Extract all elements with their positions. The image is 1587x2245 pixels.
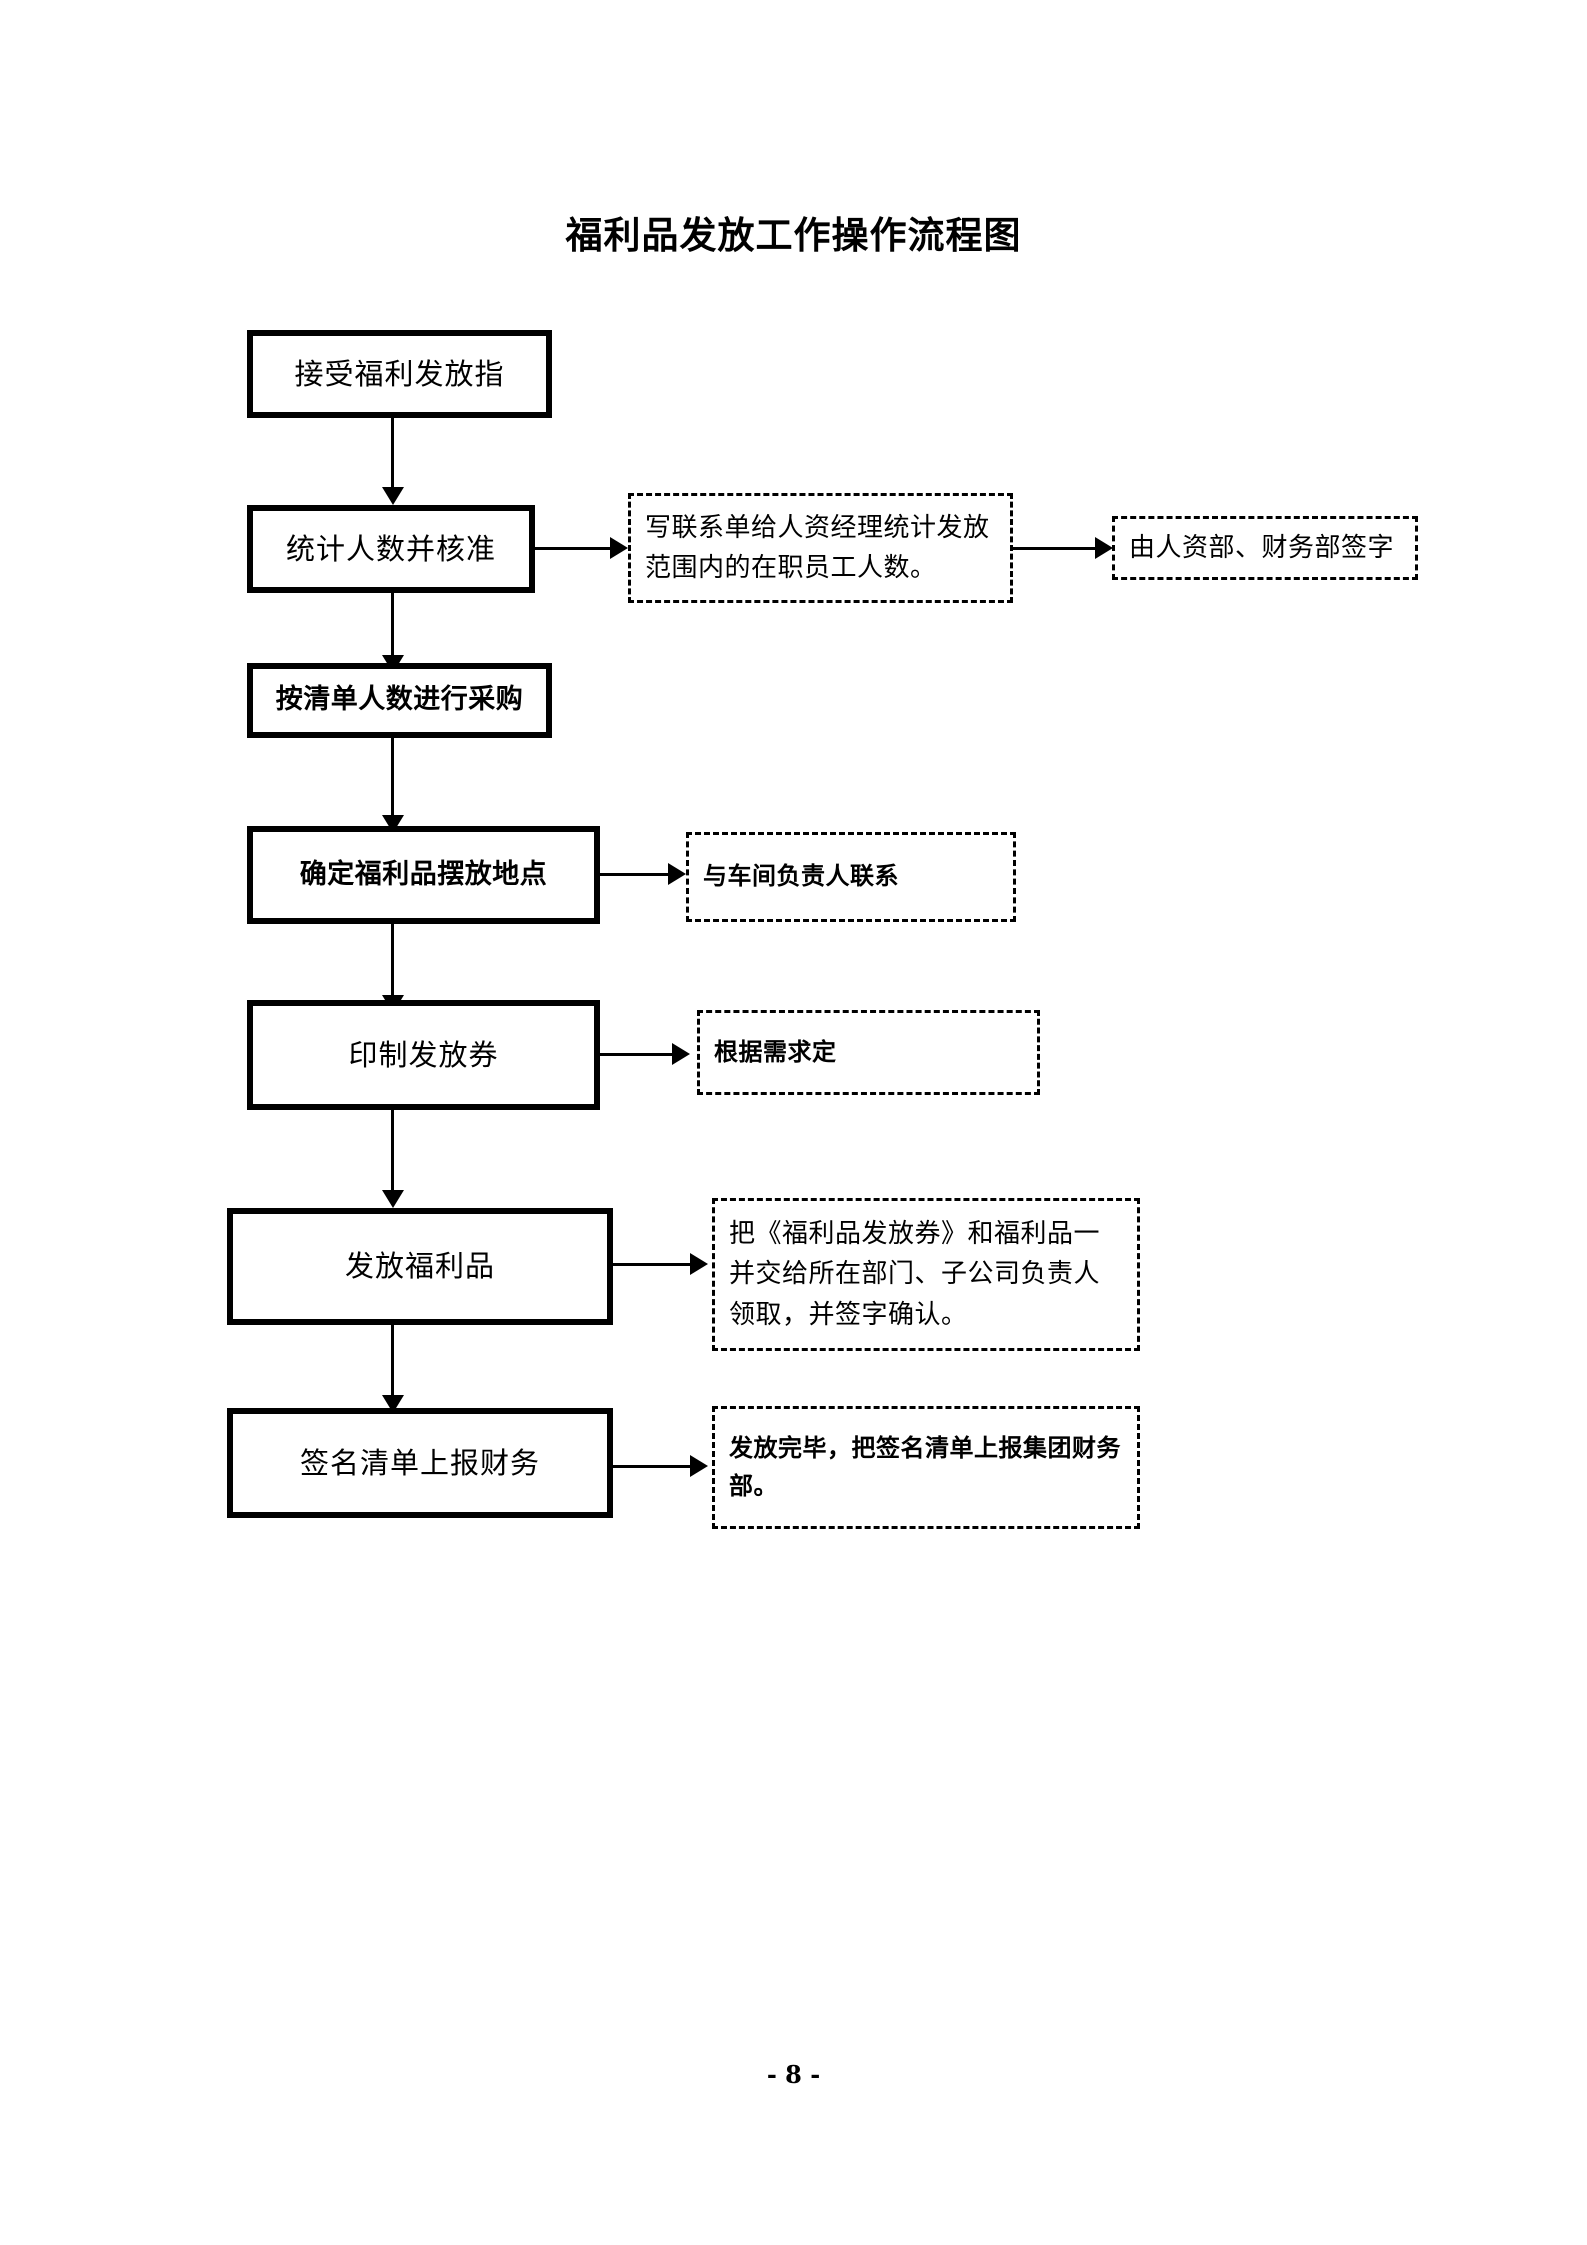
flow-node-label: 统计人数并核准 (285, 531, 496, 566)
flow-note-as-needed: 根据需求定 (697, 1010, 1040, 1095)
flow-note-label: 与车间负责人联系 (703, 862, 899, 891)
flow-note-contact-workshop-head: 与车间负责人联系 (686, 832, 1016, 922)
flow-note-hand-over-voucher-and-sign: 把《福利品发放券》和福利品一并交给所在部门、子公司负责人领取，并签字确认。 (712, 1198, 1140, 1351)
flow-note-label: 由人资部、财务部签字 (1129, 532, 1395, 563)
flow-note-label: 把《福利品发放券》和福利品一并交给所在部门、子公司负责人领取，并签字确认。 (729, 1219, 1101, 1330)
flow-note-label: 发放完毕，把签名清单上报集团财务部。 (729, 1434, 1121, 1500)
flow-node-label: 发放福利品 (344, 1249, 495, 1284)
flow-node-label: 接受福利发放指 (294, 356, 505, 391)
flow-note-label: 根据需求定 (714, 1037, 837, 1066)
flow-node-count-and-verify[interactable]: 统计人数并核准 (247, 505, 535, 593)
page-title: 福利品发放工作操作流程图 (565, 214, 1022, 257)
flow-node-determine-location[interactable]: 确定福利品摆放地点 (247, 826, 600, 924)
flow-node-distribute-welfare-goods[interactable]: 发放福利品 (227, 1208, 613, 1325)
flow-node-label: 签名清单上报财务 (299, 1445, 540, 1480)
flow-node-receive-instruction[interactable]: 接受福利发放指 (247, 330, 552, 418)
flow-note-report-to-group-finance: 发放完毕，把签名清单上报集团财务部。 (712, 1406, 1140, 1529)
flow-node-label: 确定福利品摆放地点 (299, 858, 548, 890)
flow-note-label: 写联系单给人资经理统计发放范围内的在职员工人数。 (645, 512, 990, 583)
flow-node-print-vouchers[interactable]: 印制发放券 (247, 1000, 600, 1110)
flow-node-label: 印制发放券 (348, 1037, 499, 1072)
flow-node-label: 按清单人数进行采购 (275, 684, 524, 716)
flow-note-hr-finance-signature: 由人资部、财务部签字 (1112, 516, 1418, 580)
flow-note-write-contact-form: 写联系单给人资经理统计发放范围内的在职员工人数。 (628, 493, 1013, 603)
flow-node-purchase-by-list[interactable]: 按清单人数进行采购 (247, 663, 552, 738)
flow-node-report-signed-list-to-finance[interactable]: 签名清单上报财务 (227, 1408, 613, 1518)
page-number-footer: - 8 - (766, 2060, 821, 2089)
